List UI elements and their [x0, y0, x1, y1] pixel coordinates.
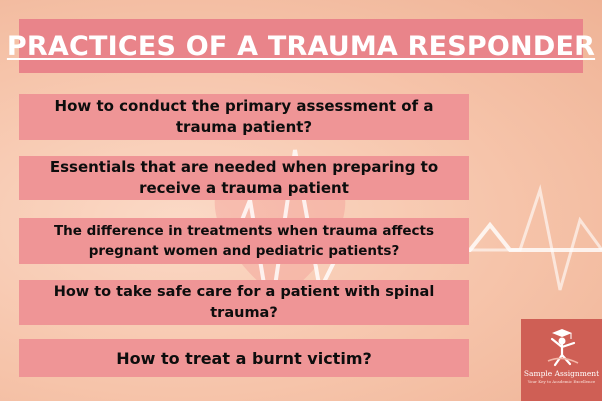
logo-tagline: Your Key to Academic Excellence: [527, 379, 596, 384]
title-banner: PRACTICES OF A TRAUMA RESPONDER: [7, 19, 595, 73]
graduate-figure-icon: [547, 329, 578, 367]
heartbeat-line-right: [470, 184, 602, 291]
page-title: PRACTICES OF A TRAUMA RESPONDER: [6, 30, 596, 62]
list-item: How to treat a burnt victim?: [19, 339, 469, 377]
list-item-text: How to take safe care for a patient with…: [53, 283, 435, 321]
list-item: How to conduct the primary assessment of…: [19, 94, 469, 140]
list-item-text: Essentials that are needed when preparin…: [49, 158, 439, 197]
list-item: The difference in treatments when trauma…: [19, 218, 469, 264]
logo-name: Sample Assignment: [523, 369, 600, 378]
list-item-text: How to treat a burnt victim?: [116, 348, 372, 368]
list-item-text: The difference in treatments when trauma…: [53, 223, 435, 259]
list-item: How to take safe care for a patient with…: [19, 280, 469, 325]
list-item: Essentials that are needed when preparin…: [19, 156, 469, 200]
list-item-text: How to conduct the primary assessment of…: [54, 97, 434, 136]
brand-logo: Sample Assignment Your Key to Academic E…: [521, 319, 602, 401]
